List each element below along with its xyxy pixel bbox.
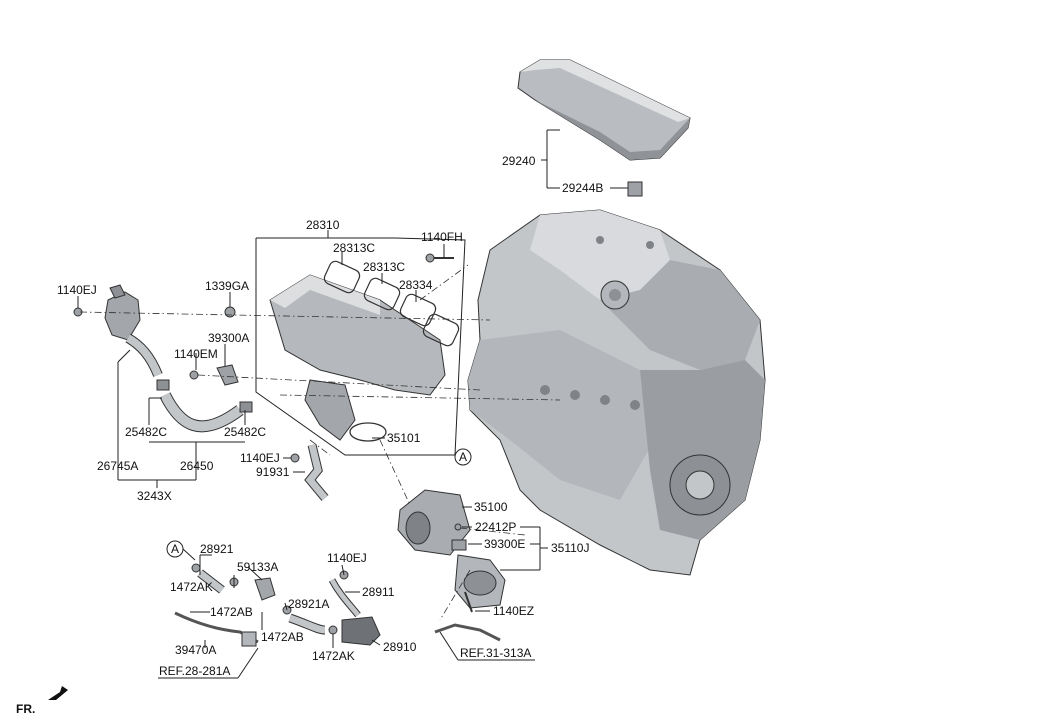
engine-cover bbox=[517, 59, 691, 197]
label-1140EJ-c: 1140EJ bbox=[327, 551, 367, 565]
label-A-b: A bbox=[171, 542, 179, 556]
front-label: FR. bbox=[16, 702, 35, 716]
coolant-pipe bbox=[290, 443, 329, 501]
label-35110J: 35110J bbox=[551, 541, 589, 555]
label-28921: 28921 bbox=[200, 542, 234, 556]
label-29244B: 29244B bbox=[562, 181, 603, 195]
label-1339GA: 1339GA bbox=[205, 279, 249, 293]
label-91931: 91931 bbox=[256, 465, 290, 479]
reference-lines bbox=[79, 264, 561, 621]
label-35100: 35100 bbox=[474, 500, 508, 514]
label-1140EM: 1140EM bbox=[174, 347, 218, 361]
label-28313C-b: 28313C bbox=[363, 260, 405, 274]
engine-block bbox=[467, 209, 766, 576]
label-28910: 28910 bbox=[383, 640, 417, 654]
label-28921A: 28921A bbox=[288, 597, 329, 611]
label-28310: 28310 bbox=[306, 218, 340, 232]
label-1472AB-b: 1472AB bbox=[261, 630, 304, 644]
label-1472AK-a: 1472AK bbox=[170, 580, 213, 594]
intake-manifold bbox=[216, 253, 460, 442]
label-26450: 26450 bbox=[180, 459, 214, 473]
label-3243X: 3243X bbox=[137, 489, 172, 503]
label-35101: 35101 bbox=[387, 431, 421, 445]
label-59133A: 59133A bbox=[237, 560, 278, 574]
label-28313C-a: 28313C bbox=[333, 241, 375, 255]
ref-label-31-313A[interactable]: REF.31-313A bbox=[460, 646, 531, 660]
label-22412P: 22412P bbox=[475, 520, 516, 534]
label-1472AB-a: 1472AB bbox=[210, 605, 253, 619]
front-arrow-icon bbox=[48, 686, 68, 700]
label-1140EJ-b: 1140EJ bbox=[240, 451, 280, 465]
ref-label-28-281A[interactable]: REF.28-281A bbox=[159, 664, 230, 678]
purge-parts bbox=[174, 563, 501, 647]
label-1140FH: 1140FH bbox=[421, 230, 463, 244]
label-25482C-b: 25482C bbox=[224, 425, 266, 439]
label-28334: 28334 bbox=[399, 278, 433, 292]
label-1472AK-b: 1472AK bbox=[312, 649, 355, 663]
label-28911: 28911 bbox=[362, 585, 395, 599]
label-29240: 29240 bbox=[502, 154, 536, 168]
callout-a-circle-1 bbox=[454, 448, 472, 466]
label-25482C-a: 25482C bbox=[125, 425, 167, 439]
pcv-hoses bbox=[73, 284, 253, 433]
cover-grommet bbox=[627, 181, 643, 197]
label-39470A: 39470A bbox=[175, 643, 216, 657]
label-1140EZ: 1140EZ bbox=[493, 604, 534, 618]
throttle-body bbox=[397, 489, 506, 613]
label-39300A: 39300A bbox=[208, 331, 249, 345]
label-1140EJ-a: 1140EJ bbox=[57, 283, 97, 297]
label-39300E: 39300E bbox=[484, 537, 525, 551]
callout-a-circle-2 bbox=[166, 540, 184, 558]
leader-lines bbox=[77, 129, 628, 679]
label-26745A: 26745A bbox=[97, 459, 138, 473]
part-labels: 29240 29244B 28310 1140FH 28313C 28313C … bbox=[16, 154, 603, 716]
label-A-a: A bbox=[459, 450, 467, 464]
